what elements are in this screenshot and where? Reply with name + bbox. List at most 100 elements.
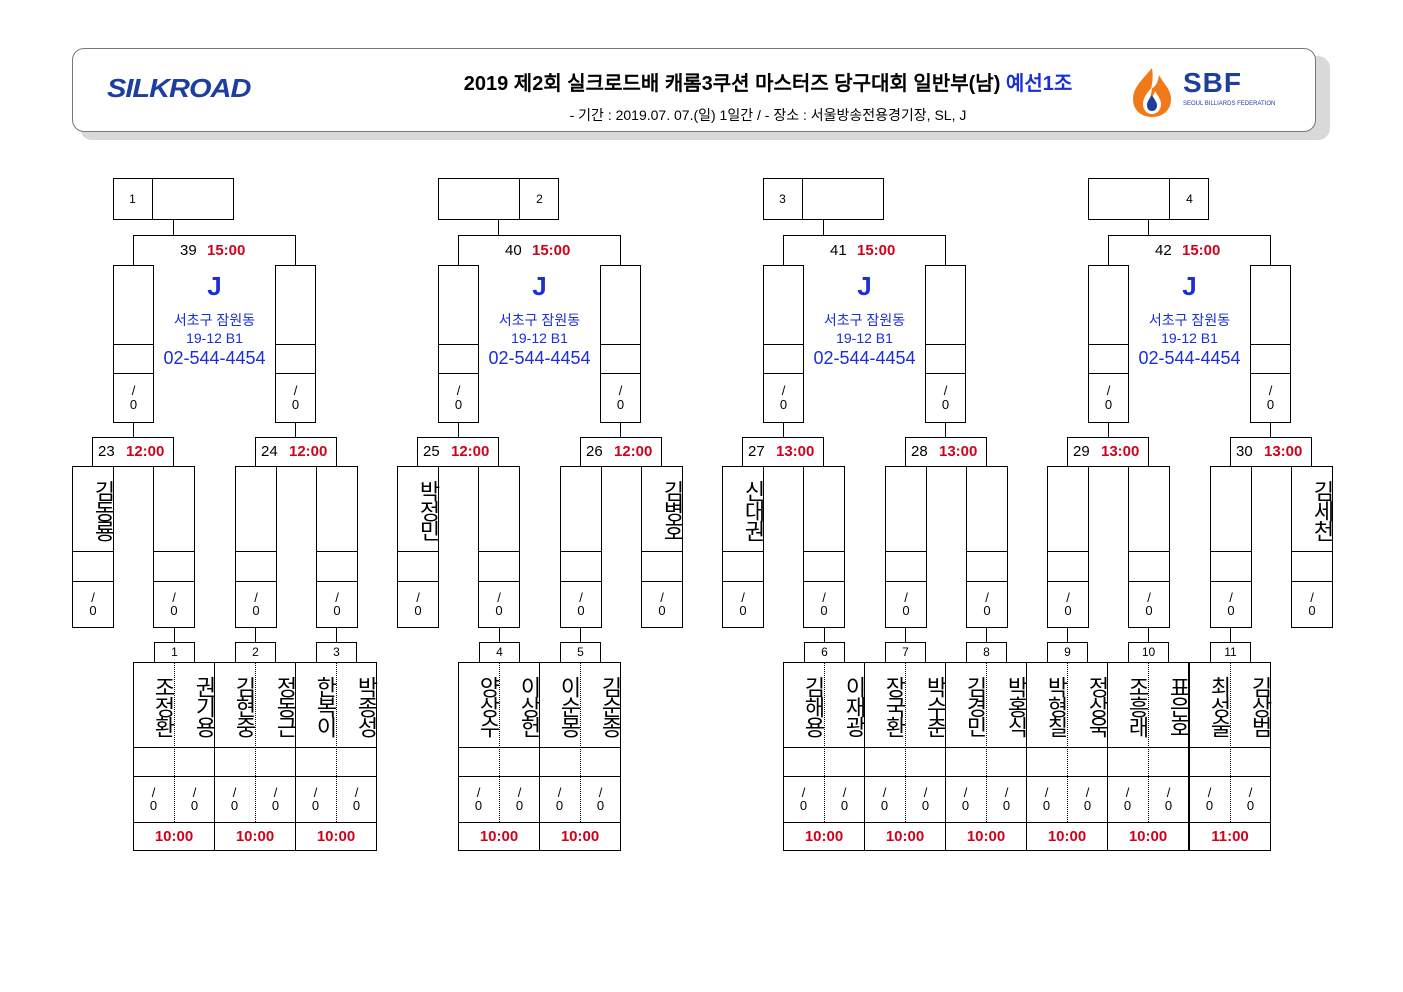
r2-player-slot-left [1047, 466, 1089, 552]
r2-player-extra-left [235, 551, 277, 582]
r2-match-number: 24 [261, 443, 278, 460]
r1-score-left: /0 [1189, 777, 1230, 822]
final-player-extra-right [600, 344, 641, 374]
r1-score-right: /0 [255, 777, 296, 822]
r2-score-box-left [397, 581, 439, 628]
score-slash: / [1066, 589, 1070, 605]
r1-player-left: 장국환 [882, 676, 907, 736]
score-slash: / [1268, 383, 1273, 398]
final-score-box-right [1250, 373, 1291, 423]
r1-score-right: /0 [1230, 777, 1271, 822]
final-bracket-top [133, 235, 296, 236]
score-zero: 0 [1002, 798, 1011, 814]
r1-group-divider3 [864, 822, 946, 823]
final-connector [498, 220, 499, 236]
score-slash: / [618, 383, 623, 398]
score-zero: 0 [311, 798, 320, 814]
r1-player-right: 박수춘 [923, 676, 948, 736]
r1-score-left: /0 [214, 777, 255, 822]
title-main: 2019 제2회 실크로드배 캐롬3쿠션 마스터즈 당구대회 일반부(남) [463, 73, 1001, 95]
silkroad-logo: SILKROAD [107, 74, 251, 104]
venue-letter: J [532, 271, 547, 301]
seed-number: 4 [1186, 192, 1193, 206]
r2-score-right: /0 [316, 581, 358, 628]
r1-dotted-divider [1230, 662, 1231, 822]
score-slash: / [131, 383, 136, 398]
r2-player-extra-right [1128, 551, 1170, 582]
r1-player-right: 박종성 [354, 676, 379, 736]
r1-match-time: 10:00 [235, 828, 275, 845]
r1-score-right: /0 [580, 777, 621, 822]
r1-dotted-divider [174, 662, 175, 822]
r2-player-extra-left [1210, 551, 1252, 582]
score-slash: / [1085, 784, 1090, 800]
r2-player-slot-right [478, 466, 520, 552]
final-match-time: 15:00 [1182, 242, 1221, 259]
r1-match-number: 8 [983, 645, 990, 659]
r1-score-left: /0 [945, 777, 986, 822]
score-slash: / [781, 383, 786, 398]
score-zero: 0 [840, 798, 849, 814]
r2-player-slot-right [1128, 466, 1170, 552]
r2-match-header [905, 437, 987, 467]
r2-match-number: 28 [911, 443, 928, 460]
r1-group-frame [133, 662, 377, 851]
r2-player-slot-left [1210, 466, 1252, 552]
r1-dotted-divider [499, 662, 500, 822]
r2-match-time: 13:00 [1264, 443, 1303, 460]
score-slash: / [1125, 784, 1130, 800]
r2-score-box-left [235, 581, 277, 628]
r2-player-slot-left [885, 466, 927, 552]
r2-score-box-left [722, 581, 764, 628]
final-drop-left [1108, 423, 1109, 438]
r2-score-right: /0 [1128, 581, 1170, 628]
r2-player-extra-right [641, 551, 683, 582]
r2-score-left: /0 [1047, 581, 1089, 628]
score-slash: / [842, 784, 847, 800]
score-zero: 0 [1227, 603, 1235, 619]
score-slash: / [1166, 784, 1171, 800]
r1-player-left: 조흥래 [1125, 676, 1150, 736]
r1-score-right: /0 [174, 777, 215, 822]
r2-score-box-right [1291, 581, 1333, 628]
r1-match-number: 4 [496, 645, 503, 659]
score-slash: / [985, 589, 989, 605]
r2-score-left: /0 [560, 581, 602, 628]
score-slash: / [254, 589, 258, 605]
r2-player-extra-left [397, 551, 439, 582]
sbf-logo-text: SBF [1183, 67, 1242, 98]
final-bracket-top [783, 235, 946, 236]
r2-match-header [92, 437, 174, 467]
final-player-extra-right [1250, 344, 1291, 374]
r1-score-left: /0 [295, 777, 336, 822]
r2-player-extra-left [560, 551, 602, 582]
final-bracket-right [945, 235, 946, 265]
final-player-slot-right [600, 265, 641, 345]
r1-link [255, 627, 256, 643]
r2-score-right: /0 [803, 581, 845, 628]
r1-player-right: 정동근 [273, 676, 298, 736]
r1-link [1148, 627, 1149, 643]
final-drop-left [133, 423, 134, 438]
r1-group-frame [458, 662, 621, 851]
score-zero: 0 [1164, 798, 1173, 814]
score-slash: / [476, 784, 481, 800]
final-bracket-right [1270, 235, 1271, 265]
score-slash: / [517, 784, 522, 800]
final-score-box-right [925, 373, 966, 423]
score-zero: 0 [880, 798, 889, 814]
r1-group-divider3 [458, 822, 540, 823]
r1-group-divider3 [783, 822, 865, 823]
r2-score-left: /0 [722, 581, 764, 628]
score-zero: 0 [352, 798, 361, 814]
r1-score-left: /0 [539, 777, 580, 822]
r1-match-time: 10:00 [1128, 828, 1168, 845]
final-player-slot-left [763, 265, 804, 345]
score-slash: / [416, 589, 420, 605]
venue-address-line1: 서초구 잠원동 [498, 312, 581, 328]
r1-score-left: /0 [864, 777, 905, 822]
final-score-box-right [600, 373, 641, 423]
score-zero: 0 [1042, 798, 1051, 814]
r1-match-number: 11 [1224, 645, 1237, 659]
score-slash: / [232, 784, 237, 800]
